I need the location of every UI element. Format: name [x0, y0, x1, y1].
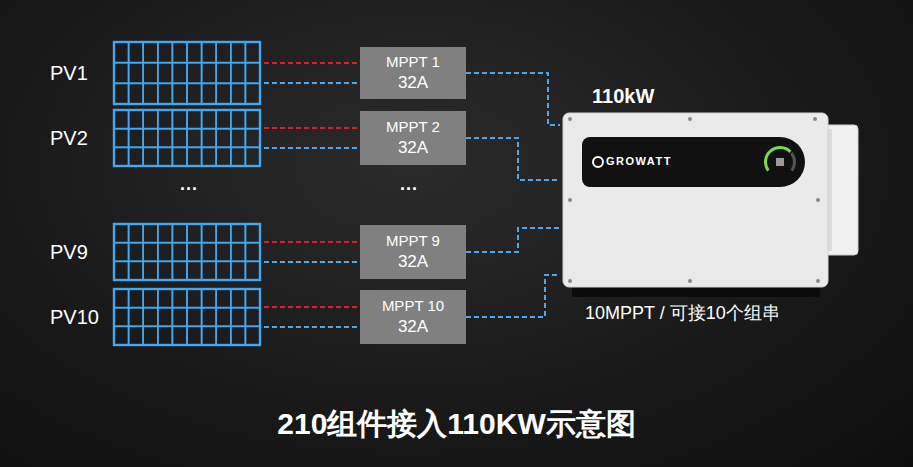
- solar-panel-string: PV9: [50, 222, 262, 282]
- dashed-wire: [264, 127, 360, 129]
- dashed-wire: [264, 326, 360, 328]
- current-rating: 32A: [398, 137, 428, 159]
- mppt-name: MPPT 9: [386, 231, 440, 251]
- current-rating: 32A: [398, 316, 428, 338]
- brand-logo: GROWATT: [606, 155, 672, 167]
- solar-panel-string: PV1: [50, 40, 262, 106]
- dashed-wire: [466, 275, 560, 317]
- solar-panel-grid: [112, 108, 262, 168]
- string-label: PV9: [50, 241, 88, 264]
- solar-panel-string: PV10: [50, 287, 262, 347]
- dashed-wire: [466, 228, 560, 252]
- inverter: 110kW GROWATT 10MPPT / 可接10个组串: [560, 85, 860, 330]
- string-label: PV1: [50, 62, 88, 85]
- current-rating: 32A: [398, 251, 428, 273]
- dashed-wire: [264, 82, 360, 84]
- diagram-title: 210组件接入110KW示意图: [0, 404, 913, 445]
- dashed-wire: [264, 241, 360, 243]
- string-label: PV2: [50, 127, 88, 150]
- mppt-box: MPPT 932A: [360, 225, 466, 279]
- dashed-wire: [264, 306, 360, 308]
- inverter-illustration: [560, 85, 860, 330]
- mppt-name: MPPT 1: [386, 52, 440, 72]
- mppt-box: MPPT 232A: [360, 111, 466, 165]
- inverter-caption: 10MPPT / 可接10个组串: [585, 301, 780, 325]
- dashed-wire: [264, 62, 360, 64]
- mppt-name: MPPT 10: [382, 296, 444, 316]
- string-label: PV10: [50, 306, 99, 329]
- dashed-wire: [466, 73, 560, 125]
- current-rating: 32A: [398, 72, 428, 94]
- dashed-wire: [466, 138, 560, 180]
- dashed-wire: [264, 261, 360, 263]
- solar-panel-grid: [112, 40, 262, 106]
- solar-panel-string: PV2: [50, 108, 262, 168]
- mppt-name: MPPT 2: [386, 117, 440, 137]
- ellipsis-mark: ...: [180, 174, 198, 195]
- dashed-wire: [264, 147, 360, 149]
- ellipsis-mark: ...: [400, 174, 418, 195]
- power-rating: 110kW: [592, 85, 654, 108]
- solar-panel-grid: [112, 287, 262, 347]
- solar-panel-grid: [112, 222, 262, 282]
- mppt-box: MPPT 1032A: [360, 290, 466, 344]
- mppt-box: MPPT 132A: [360, 47, 466, 99]
